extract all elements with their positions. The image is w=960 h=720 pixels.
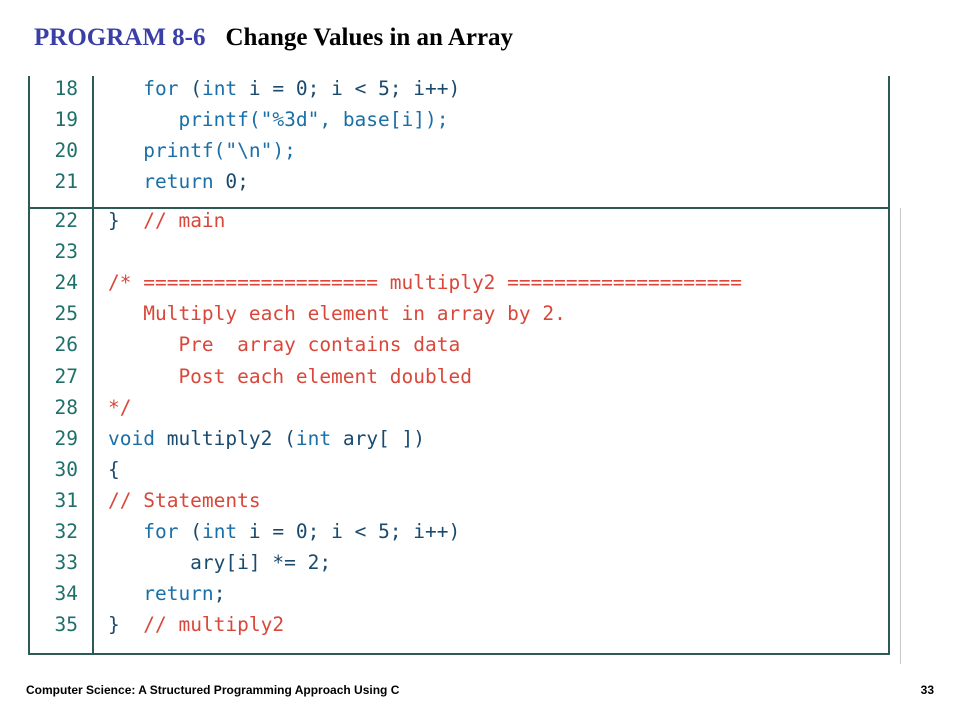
code-token: int	[201, 520, 238, 543]
code-text: {	[108, 454, 120, 485]
line-number: 33	[54, 551, 78, 575]
code-text: for (int i = 0; i < 5; i++)	[108, 76, 460, 104]
code-token: printf("%3d", base[i]);	[178, 108, 449, 131]
code-line: 31 // Statements	[30, 485, 888, 516]
code-line: 29 void multiply2 (int ary[ ])	[30, 423, 888, 454]
code-line: 19 printf("%3d", base[i]);	[30, 104, 888, 135]
code-line: 35} // multiply2	[30, 609, 888, 640]
code-text: /* ==================== multiply2 ======…	[108, 267, 742, 298]
code-token: for	[143, 77, 179, 100]
line-number: 27	[54, 364, 78, 388]
code-token: Post each element doubled	[108, 364, 472, 388]
code-token	[108, 170, 143, 193]
code-line: 20 printf("\n");	[30, 135, 888, 166]
code-token: multiply2 (	[154, 426, 296, 450]
line-number: 29	[54, 426, 78, 450]
code-text: printf("%3d", base[i]);	[108, 104, 448, 135]
code-line: 18 for (int i = 0; i < 5; i++)	[30, 76, 888, 104]
code-token: // Statements	[108, 488, 261, 512]
program-label: PROGRAM 8-6	[34, 24, 206, 51]
page-edge-line	[900, 208, 901, 664]
code-text: Pre array contains data	[108, 329, 460, 360]
code-token: 0;	[213, 170, 249, 193]
line-number: 35	[54, 613, 78, 637]
code-token: {	[108, 457, 120, 481]
footer-page-number: 33	[920, 683, 934, 697]
code-text: } // multiply2	[108, 609, 284, 640]
code-token	[108, 582, 143, 605]
footer-book-title: Computer Science: A Structured Programmi…	[26, 683, 400, 697]
code-line: 27 Post each element doubled	[30, 361, 888, 392]
code-token: // main	[119, 209, 226, 232]
code-token	[108, 77, 143, 100]
code-token: printf("\n");	[143, 139, 296, 162]
gutter-divider	[92, 209, 94, 653]
code-token: Multiply each element in array by 2.	[108, 302, 566, 326]
code-text: for (int i = 0; i < 5; i++)	[108, 516, 460, 547]
code-text: } // main	[108, 209, 226, 236]
line-number: 24	[54, 271, 78, 295]
code-token: int	[295, 426, 332, 450]
code-token: }	[108, 209, 120, 232]
code-text: return 0;	[108, 166, 249, 197]
code-line: 32 for (int i = 0; i < 5; i++)	[30, 516, 888, 547]
code-line: 24 /* ==================== multiply2 ====…	[30, 267, 888, 298]
code-text: Multiply each element in array by 2.	[108, 298, 566, 329]
code-token: return	[143, 170, 214, 193]
code-token: return	[143, 582, 214, 606]
code-token: i = 0; i < 5; i++)	[237, 520, 461, 543]
code-token: // multiply2	[119, 613, 285, 637]
code-token: (	[178, 77, 202, 100]
line-number: 23	[54, 240, 78, 264]
line-number: 30	[54, 457, 78, 481]
line-number: 26	[54, 333, 78, 357]
code-token: int	[201, 77, 238, 100]
code-token	[108, 108, 178, 131]
code-token: ary[ ])	[331, 426, 426, 450]
code-token: Pre array contains data	[108, 333, 461, 357]
code-token: void	[108, 426, 155, 450]
code-token: ary[i] *= 2;	[108, 551, 332, 575]
line-number: 34	[54, 582, 78, 606]
code-line: 34 return;	[30, 578, 888, 609]
code-text: Post each element doubled	[108, 361, 472, 392]
line-number: 20	[54, 139, 78, 162]
code-line: 25 Multiply each element in array by 2.	[30, 298, 888, 329]
code-line: 28 */	[30, 392, 888, 423]
line-number: 28	[54, 395, 78, 419]
code-token: }	[108, 613, 120, 637]
code-token: (	[178, 520, 202, 543]
slide-title: PROGRAM 8-6 Change Values in an Array	[34, 24, 513, 52]
line-number: 25	[54, 302, 78, 326]
code-line: 33 ary[i] *= 2;	[30, 547, 888, 578]
code-token: */	[108, 395, 132, 419]
code-line: 30 {	[30, 454, 888, 485]
code-text: printf("\n");	[108, 135, 296, 166]
code-text: return;	[108, 578, 225, 609]
line-number: 32	[54, 520, 78, 543]
line-number: 22	[54, 209, 78, 232]
code-token: ;	[213, 582, 226, 606]
code-line: 23	[30, 236, 888, 267]
code-line: 21 return 0;	[30, 166, 888, 197]
code-line: 26 Pre array contains data	[30, 329, 888, 360]
line-number: 19	[54, 108, 78, 131]
line-number: 18	[54, 77, 78, 100]
code-line: 22} // main	[30, 209, 888, 236]
code-token: i = 0; i < 5; i++)	[237, 77, 461, 100]
line-number: 31	[54, 488, 78, 512]
gutter-divider	[92, 76, 94, 207]
code-text: ary[i] *= 2;	[108, 547, 331, 578]
code-token: /* ==================== multiply2 ======…	[108, 271, 742, 295]
program-name: Change Values in an Array	[225, 24, 514, 51]
code-text: */	[108, 392, 131, 423]
line-number: 21	[54, 170, 78, 193]
code-token: for	[143, 520, 179, 543]
code-text: // Statements	[108, 485, 261, 516]
code-listing-top: 18 for (int i = 0; i < 5; i++)19 printf(…	[28, 76, 890, 207]
code-token	[108, 520, 143, 543]
code-text: void multiply2 (int ary[ ])	[108, 423, 425, 454]
code-token	[108, 139, 143, 162]
